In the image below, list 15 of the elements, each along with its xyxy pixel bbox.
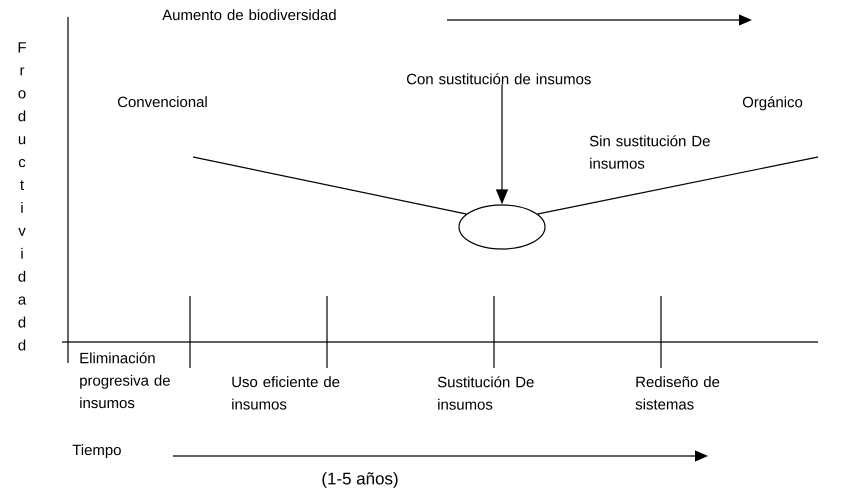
text-label: Eliminación progresiva de insumos bbox=[80, 352, 170, 408]
axis-title: Froductividadd bbox=[18, 42, 26, 350]
text-label: Uso eficiente de insumos bbox=[232, 376, 340, 410]
axis-note: (1-5 años) bbox=[322, 472, 398, 488]
node-label: Con sustitución de insumos bbox=[406, 73, 591, 84]
text-label: Tiempo bbox=[72, 444, 121, 458]
text-label: Orgánico bbox=[742, 96, 802, 110]
text-label: Sustitución De insumos bbox=[438, 376, 534, 410]
line bbox=[538, 156, 818, 215]
text-label: Sin sustitución De insumos bbox=[590, 135, 710, 169]
text-label: Rediseño de sistemas bbox=[636, 376, 720, 410]
text-label: Aumento de biodiversidad bbox=[162, 9, 336, 20]
line bbox=[192, 156, 466, 215]
ellipse bbox=[458, 204, 546, 250]
text-label: Convencional bbox=[118, 96, 207, 108]
